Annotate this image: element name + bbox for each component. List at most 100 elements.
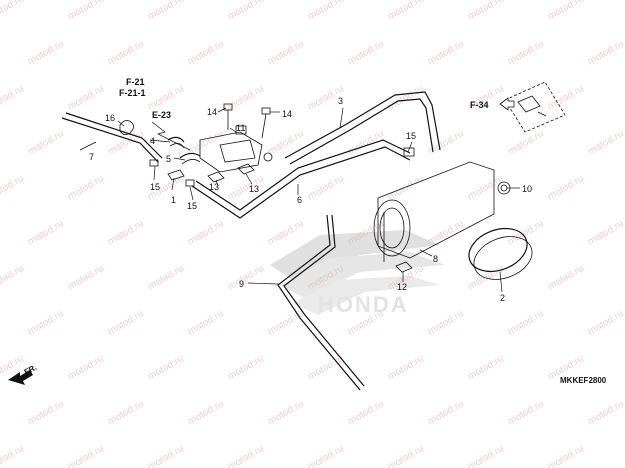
watermark-text: motod.ru <box>506 308 546 337</box>
part-label-4: 4 <box>150 136 155 146</box>
part-14-bolt-left <box>223 103 233 130</box>
watermark-text: motod.ru <box>66 263 106 292</box>
watermark-text: motod.ru <box>186 38 226 67</box>
watermark-text: motod.ru <box>546 83 586 112</box>
watermark-text: motod.ru <box>186 308 226 337</box>
watermark-text: motod.ru <box>546 0 586 23</box>
watermark-text: motod.ru <box>106 218 146 247</box>
watermark-text: motod.ru <box>226 353 266 382</box>
watermark-text: motod.ru <box>106 398 146 427</box>
watermark-text: motod.ru <box>546 443 586 468</box>
watermark-text: motod.ru <box>226 0 266 23</box>
watermark-text: motod.ru <box>26 398 66 427</box>
watermark-text: motod.ru <box>266 398 306 427</box>
watermark-text: motod.ru <box>146 443 186 468</box>
e23-arrow <box>151 121 191 151</box>
front-label: FR. <box>23 363 39 377</box>
watermark-text: motod.ru <box>66 173 106 202</box>
part-13-grommet-left <box>207 171 225 183</box>
leader-lines <box>79 107 520 293</box>
watermark-text: motod.ru <box>386 443 426 468</box>
watermark-text: motod.ru <box>546 263 586 292</box>
watermark-text: motod.ru <box>226 263 266 292</box>
watermark-text: motod.ru <box>0 0 26 23</box>
watermark-text: motod.ru <box>586 218 625 247</box>
part-label-14-left: 14 <box>207 107 217 117</box>
diagram-code: MKKEF2800 <box>560 376 607 385</box>
watermark-text: motod.ru <box>0 83 26 112</box>
part-label-14-right: 14 <box>282 109 292 119</box>
watermark-text: motod.ru <box>346 38 386 67</box>
watermark-text: motod.ru <box>146 263 186 292</box>
watermark-text: motod.ru <box>266 308 306 337</box>
watermark-text: motod.ru <box>386 83 426 112</box>
part-3-hose <box>284 91 441 165</box>
watermark-text: motod.ru <box>26 38 66 67</box>
watermark-text: motod.ru <box>386 0 426 23</box>
watermark-text: motod.ru <box>346 398 386 427</box>
part-label-9: 9 <box>239 279 244 289</box>
part-label-8: 8 <box>433 254 438 264</box>
watermark-text: motod.ru <box>26 308 66 337</box>
watermark-text: motod.ru <box>26 128 66 157</box>
watermark-text: motod.ru <box>306 443 346 468</box>
watermark-text: motod.ru <box>146 353 186 382</box>
part-1-joint <box>167 169 185 181</box>
part-11-purge-valve <box>199 125 273 173</box>
watermark-text: motod.ru <box>266 128 306 157</box>
watermark-text: motod.ru <box>0 263 26 292</box>
watermark-text: motod.ru <box>266 38 306 67</box>
watermark-text: motod.ru <box>106 38 146 67</box>
ref-e23: E-23 <box>152 110 171 120</box>
watermark-text: motod.ru <box>186 218 226 247</box>
watermark-text: motod.ru <box>466 173 506 202</box>
ref-f21-1: F-21-1 <box>119 88 146 98</box>
watermark-text: motod.ru <box>466 0 506 23</box>
part-16-clip <box>119 120 134 135</box>
watermark-text: motod.ru <box>426 38 466 67</box>
watermark-text: motod.ru <box>506 38 546 67</box>
part-label-6: 6 <box>297 195 302 205</box>
watermark-text: motod.ru <box>426 308 466 337</box>
ref-f21: F-21 <box>126 77 145 87</box>
part-5-hose <box>179 152 201 165</box>
part-label-15-left: 15 <box>150 182 160 192</box>
part-label-7: 7 <box>89 152 94 162</box>
watermark-text: motod.ru <box>466 443 506 468</box>
watermark-text: motod.ru <box>106 308 146 337</box>
watermark-text: motod.ru <box>586 128 625 157</box>
watermark-text: motod.ru <box>586 308 625 337</box>
part-label-13-right: 13 <box>249 184 259 194</box>
part-15-clamp-middle <box>185 179 195 187</box>
honda-logo-text: HONDA <box>318 292 409 317</box>
f34-arrow-icon <box>499 97 515 111</box>
part-label-10: 10 <box>522 184 532 194</box>
watermark-text: motod.ru <box>306 173 346 202</box>
watermark-text: motod.ru <box>226 443 266 468</box>
part-label-3: 3 <box>338 96 343 106</box>
watermark-text: motod.ru <box>546 173 586 202</box>
part-9-drain-tube <box>277 214 365 391</box>
part-label-16: 16 <box>105 113 115 123</box>
part-label-5: 5 <box>166 154 171 164</box>
part-label-15-right: 15 <box>406 131 416 141</box>
watermark-text: motod.ru <box>506 398 546 427</box>
part-label-13-left: 13 <box>209 182 219 192</box>
watermark-text: motod.ru <box>66 0 106 23</box>
part-label-11: 11 <box>236 123 245 133</box>
watermark-text: motod.ru <box>386 353 426 382</box>
watermark-text: motod.ru <box>186 398 226 427</box>
part-label-12: 12 <box>397 282 407 292</box>
ref-f34: F-34 <box>470 100 489 110</box>
part-label-15-middle: 15 <box>187 201 197 211</box>
part-15-clamp-left <box>149 159 159 167</box>
watermark-text: motod.ru <box>506 128 546 157</box>
watermark-text: motod.ru <box>426 398 466 427</box>
watermark-text: motod.ru <box>306 0 346 23</box>
part-14-bolt-right <box>261 107 271 139</box>
front-arrow-icon <box>8 370 33 385</box>
watermark-text: motod.ru <box>466 353 506 382</box>
part-12-cap <box>395 261 413 273</box>
part-6-hose <box>191 139 415 219</box>
